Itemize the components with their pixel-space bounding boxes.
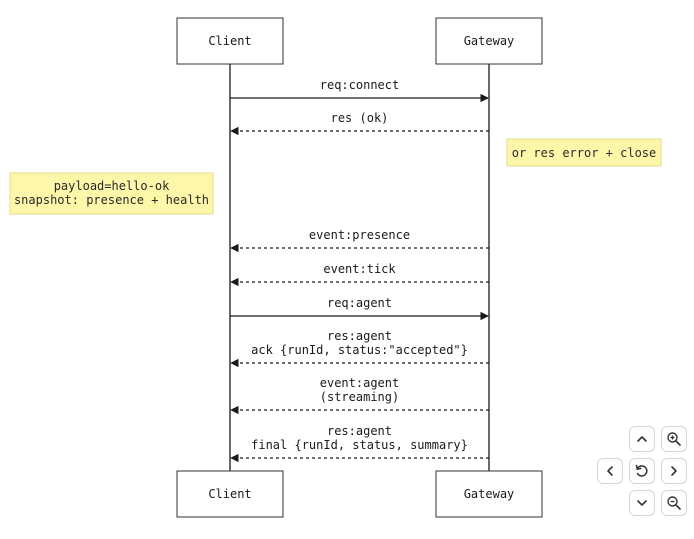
message-7-label-line-2: (streaming) (320, 390, 399, 404)
message-6-label-line-2: ack {runId, status:"accepted"} (251, 343, 468, 357)
message-4-label-line-1: event:tick (323, 262, 396, 276)
message-8-label-line-2: final {runId, status, summary} (251, 438, 468, 452)
client-note-line-2: snapshot: presence + health (14, 193, 209, 207)
chevron-left-icon (603, 464, 617, 478)
message-7-label-line-1: event:agent (320, 376, 399, 390)
message-8-label-line-1: res:agent (327, 424, 392, 438)
client-actor-top: Client (176, 17, 284, 65)
gateway-note: or res error + close (506, 138, 662, 167)
client-note-line-1: payload=hello-ok (54, 179, 170, 193)
pan-right-button[interactable] (661, 458, 687, 484)
gateway-actor-bottom: Gateway (435, 470, 543, 518)
message-6-label-line-1: res:agent (327, 329, 392, 343)
client-note: payload=hello-ok snapshot: presence + he… (9, 172, 214, 215)
zoom-in-icon (666, 431, 682, 447)
zoom-in-button[interactable] (661, 426, 687, 452)
message-3-label-line-1: event:presence (309, 228, 410, 242)
zoom-out-button[interactable] (661, 490, 687, 516)
messages-group: req:connect res (ok) event:presence event:t… (230, 78, 489, 463)
chevron-right-icon (667, 464, 681, 478)
pan-down-button[interactable] (629, 490, 655, 516)
zoom-out-icon (666, 495, 682, 511)
message-1-label-line-1: req:connect (320, 78, 399, 92)
message-5-label-line-1: req:agent (327, 296, 392, 310)
message-2-label-line-1: res (ok) (331, 111, 389, 125)
client-actor-top-label: Client (208, 34, 251, 48)
client-actor-bottom-label: Client (208, 487, 251, 501)
chevron-down-icon (635, 496, 649, 510)
client-actor-bottom: Client (176, 470, 284, 518)
gateway-actor-bottom-label: Gateway (464, 487, 515, 501)
chevron-up-icon (635, 432, 649, 446)
reset-icon (634, 463, 650, 479)
pan-left-button[interactable] (597, 458, 623, 484)
reset-view-button[interactable] (629, 458, 655, 484)
pan-up-button[interactable] (629, 426, 655, 452)
gateway-note-text: or res error + close (512, 146, 657, 160)
gateway-actor-top: Gateway (435, 17, 543, 65)
gateway-actor-top-label: Gateway (464, 34, 515, 48)
